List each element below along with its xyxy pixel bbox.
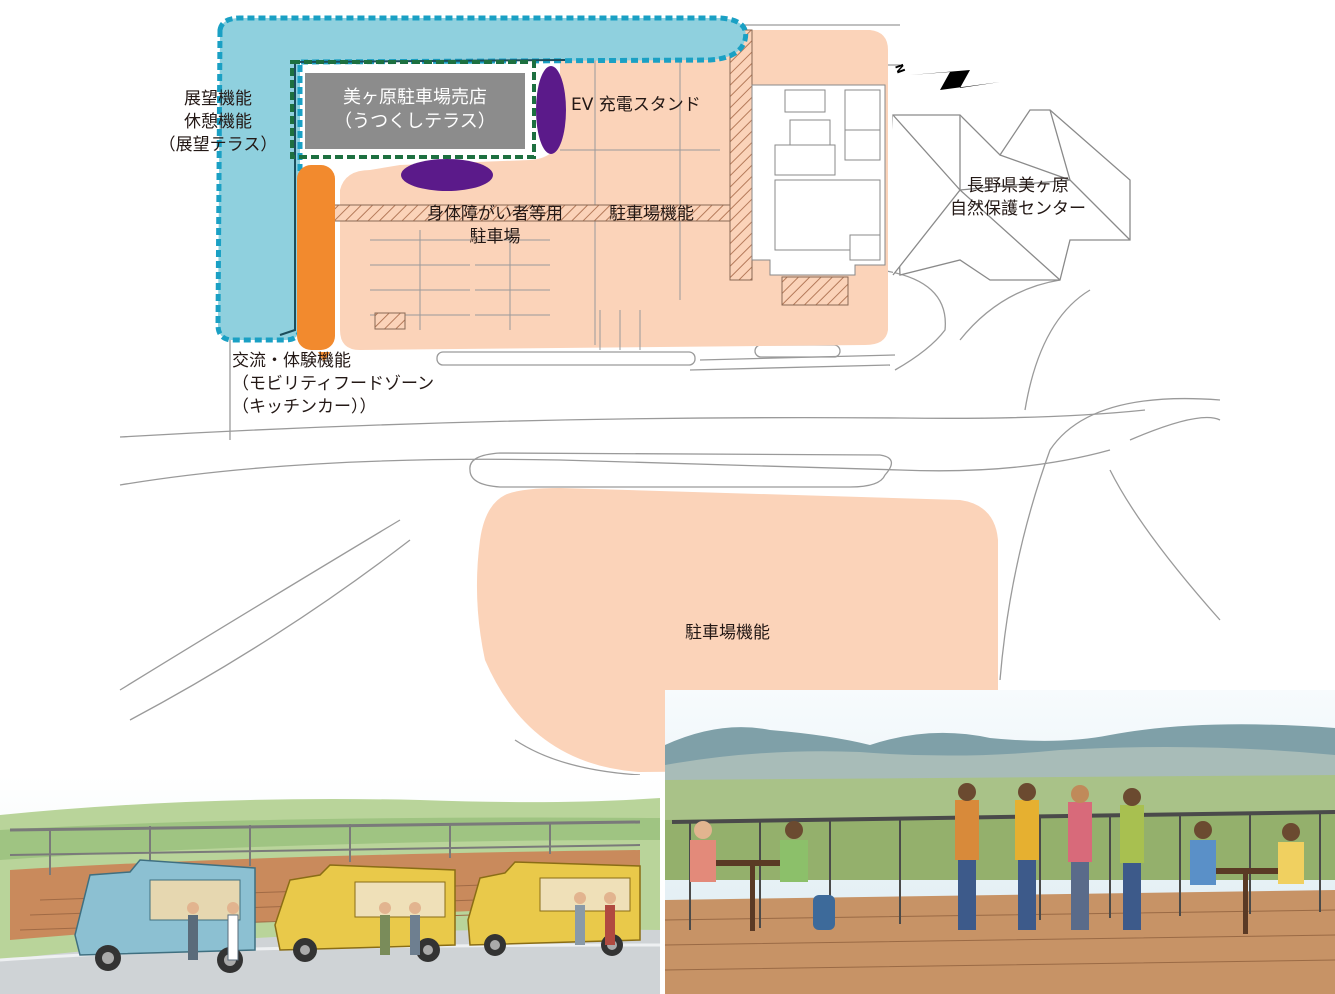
svg-text:N: N xyxy=(892,62,907,75)
observation-terrace-illustration xyxy=(664,690,1335,994)
food-truck-yellow-1 xyxy=(274,864,456,962)
ev-charging-stand xyxy=(536,66,566,154)
label-nature-center: 長野県美ヶ原 自然保護センター xyxy=(918,175,1118,221)
label-shop-line2: （うつくしテラス） xyxy=(334,111,496,132)
terrace-visitors xyxy=(690,783,1304,930)
label-shop-line1: 美ヶ原駐車場売店 xyxy=(343,87,487,108)
nature-center-building xyxy=(892,109,1131,281)
label-observation-line1: 展望機能 xyxy=(184,89,252,109)
label-parking-lower: 駐車場機能 xyxy=(685,623,770,643)
shop-building-plan xyxy=(751,84,886,276)
label-shop: 美ヶ原駐車場売店 （うつくしテラス） xyxy=(304,86,526,134)
road-lines xyxy=(119,24,1221,776)
label-exchange-line1: 交流・体験機能 xyxy=(232,351,351,371)
label-disabled-parking-line1: 身体障がい者等用 xyxy=(427,204,563,224)
label-parking-upper: 駐車場機能 xyxy=(609,204,694,224)
north-arrow-icon: N xyxy=(892,62,1000,90)
label-observation-line2: 休憩機能 xyxy=(184,112,252,132)
shop-area-dashed xyxy=(290,60,536,159)
label-observation-function: 展望機能 休憩機能 （展望テラス） xyxy=(148,88,288,157)
exchange-zone xyxy=(297,165,335,350)
label-exchange-line3: （キッチンカー）） xyxy=(232,397,377,417)
label-observation-line3: （展望テラス） xyxy=(158,135,278,155)
observation-terrace xyxy=(215,15,749,343)
terrace-tables xyxy=(715,860,1280,934)
label-exchange-function: 交流・体験機能 （モビリティフードゾーン （キッチンカー）） xyxy=(232,350,434,419)
label-nature-center-line2: 自然保護センター xyxy=(950,199,1086,219)
label-disabled-parking-line2: 駐車場 xyxy=(469,227,521,247)
visitors-people xyxy=(187,892,616,961)
label-ev-charging: EV 充電スタンド xyxy=(571,95,701,115)
disabled-parking-spot xyxy=(401,159,493,191)
food-trucks-illustration xyxy=(0,775,661,994)
shop-area xyxy=(303,71,527,151)
label-disabled-parking: 身体障がい者等用 駐車場 xyxy=(400,203,590,249)
label-nature-center-line1: 長野県美ヶ原 xyxy=(967,176,1069,196)
label-exchange-line2: （モビリティフードゾーン xyxy=(232,374,435,394)
hatched-areas xyxy=(299,29,849,330)
exchange-pointer xyxy=(318,352,330,362)
